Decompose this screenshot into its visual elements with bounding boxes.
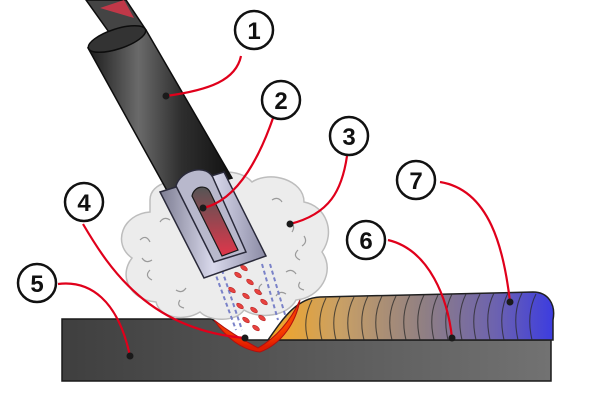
electrode-wire <box>191 186 239 257</box>
callout-6: 6 <box>345 219 387 261</box>
callout-2-label: 2 <box>274 88 287 115</box>
callout-6-label: 6 <box>359 228 372 255</box>
arc-spray <box>213 263 287 332</box>
molten-pool <box>213 299 301 353</box>
gun-tube <box>86 29 234 197</box>
leader-lines <box>57 55 512 357</box>
welding-gun <box>85 0 268 279</box>
callout-4-label: 4 <box>77 190 91 217</box>
callout-5: 5 <box>16 262 58 304</box>
gas-swirls <box>139 197 307 309</box>
weld-bead <box>266 291 555 341</box>
callout-7-label: 7 <box>409 168 422 195</box>
callout-7: 7 <box>395 159 437 201</box>
callout-2: 2 <box>260 79 302 121</box>
callout-4: 4 <box>63 181 105 223</box>
callout-3: 3 <box>328 115 370 157</box>
leader-dots <box>126 92 514 360</box>
callout-1-label: 1 <box>247 18 260 45</box>
bead-ripples <box>305 292 537 341</box>
callout-1: 1 <box>233 9 275 51</box>
callout-3-label: 3 <box>342 124 355 151</box>
callout-5-label: 5 <box>30 271 43 298</box>
